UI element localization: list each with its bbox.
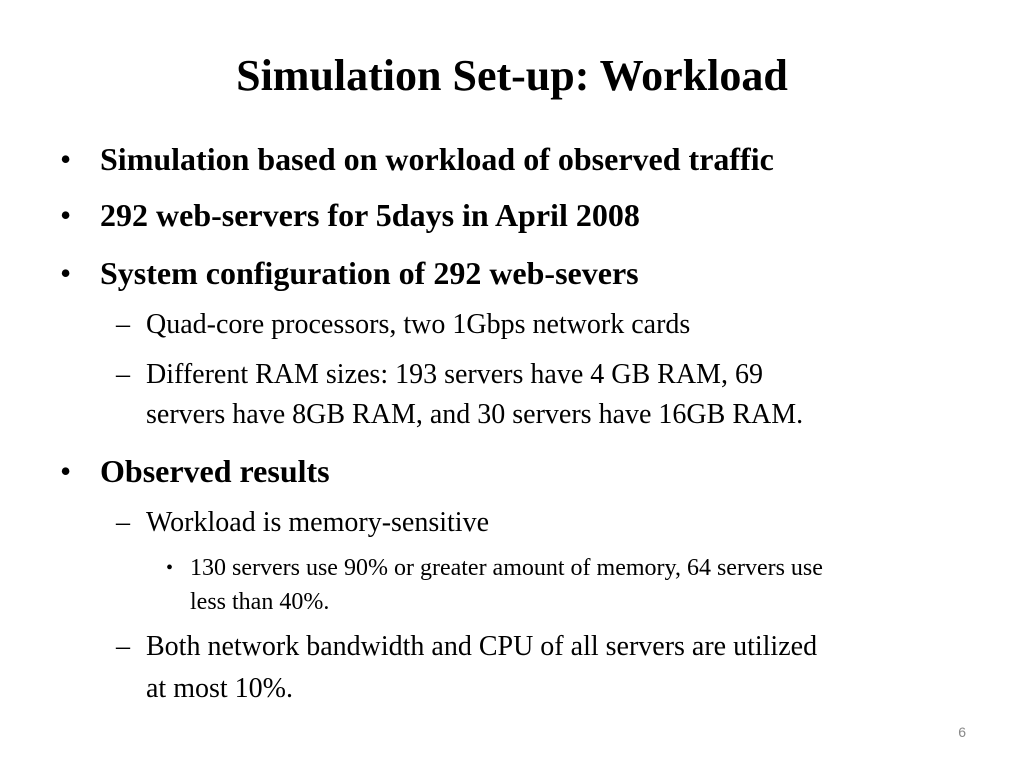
sub-sub-bullet-memory-usage-line1: 130 servers use 90% or greater amount of… <box>190 555 823 581</box>
sub-bullet-bandwidth-cpu-line1: Both network bandwidth and CPU of all se… <box>146 631 818 662</box>
sub-bullet-memory-sensitive: Workload is memory-sensitive <box>146 507 490 538</box>
sub-bullet-ram-sizes-line1: Different RAM sizes: 193 servers have 4 … <box>146 359 763 390</box>
sub-bullet-bandwidth-cpu-line2: at most 10%. <box>146 673 293 704</box>
dash-marker: – <box>116 631 130 662</box>
small-bullet-marker: • <box>166 557 174 579</box>
dash-marker: – <box>116 359 130 390</box>
dash-marker: – <box>116 507 130 538</box>
page-number: 6 <box>958 724 966 740</box>
bullet-marker: • <box>60 197 72 233</box>
bullet-marker: • <box>60 453 72 489</box>
dash-marker: – <box>116 309 130 340</box>
bullet-marker: • <box>60 255 72 291</box>
bullet-system-configuration: System configuration of 292 web-severs <box>100 255 639 291</box>
bullet-web-servers: 292 web-servers for 5days in April 2008 <box>100 197 640 233</box>
sub-sub-bullet-memory-usage-line2: less than 40%. <box>190 589 330 615</box>
sub-bullet-ram-sizes-line2: servers have 8GB RAM, and 30 servers hav… <box>146 399 804 430</box>
sub-bullet-quad-core: Quad-core processors, two 1Gbps network … <box>146 309 691 340</box>
bullet-observed-results: Observed results <box>100 453 330 489</box>
slide-title: Simulation Set-up: Workload <box>236 51 788 100</box>
bullet-marker: • <box>60 141 72 177</box>
bullet-simulation-based: Simulation based on workload of observed… <box>100 141 774 177</box>
